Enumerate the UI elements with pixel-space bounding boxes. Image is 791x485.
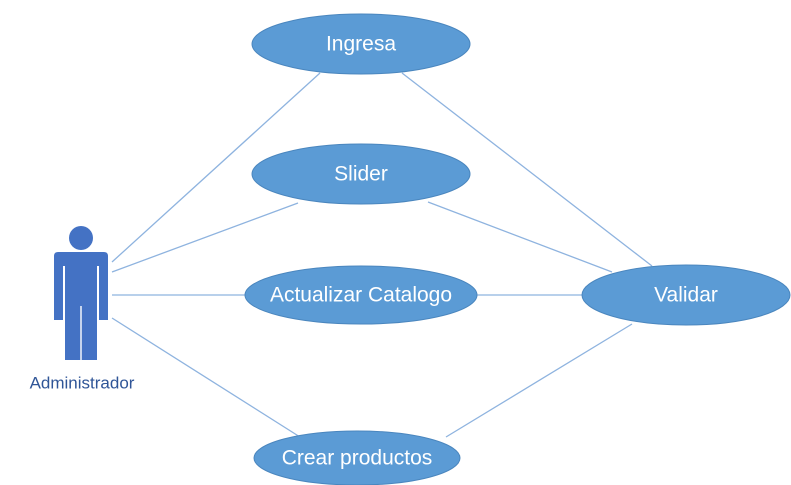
actor-associations (111, 72, 321, 438)
use-case-ingresa[interactable]: Ingresa (251, 13, 471, 75)
use-case-ingresa-label: Ingresa (326, 33, 396, 56)
use-case-crear-productos-label: Crear productos (282, 447, 433, 470)
use-case-slider-label: Slider (334, 163, 388, 186)
link-actor-crear-productos (111, 317, 301, 438)
actor-label: Administrador (30, 374, 135, 393)
link-crear-productos-validar (445, 323, 633, 438)
validar-associations (401, 72, 653, 438)
use-case-actualizar-catalogo-shape (244, 265, 478, 325)
use-case-crear-productos-shape (253, 430, 461, 485)
link-actor-slider (111, 202, 299, 273)
person-icon (54, 226, 108, 360)
use-case-crear-productos[interactable]: Crear productos (253, 430, 461, 485)
use-case-slider[interactable]: Slider (251, 143, 471, 205)
use-case-validar-label: Validar (654, 284, 718, 307)
link-actor-ingresa (111, 72, 321, 263)
link-ingresa-validar (401, 72, 653, 267)
use-case-actualizar-catalogo[interactable]: Actualizar Catalogo (244, 265, 478, 325)
use-case-actualizar-catalogo-label: Actualizar Catalogo (270, 284, 452, 307)
use-case-slider-shape (251, 143, 471, 205)
use-case-ingresa-shape (251, 13, 471, 75)
link-slider-validar (427, 201, 613, 273)
actor-administrador[interactable]: Administrador (30, 226, 135, 393)
use-case-validar[interactable]: Validar (581, 264, 791, 326)
use-case-validar-shape (581, 264, 791, 326)
